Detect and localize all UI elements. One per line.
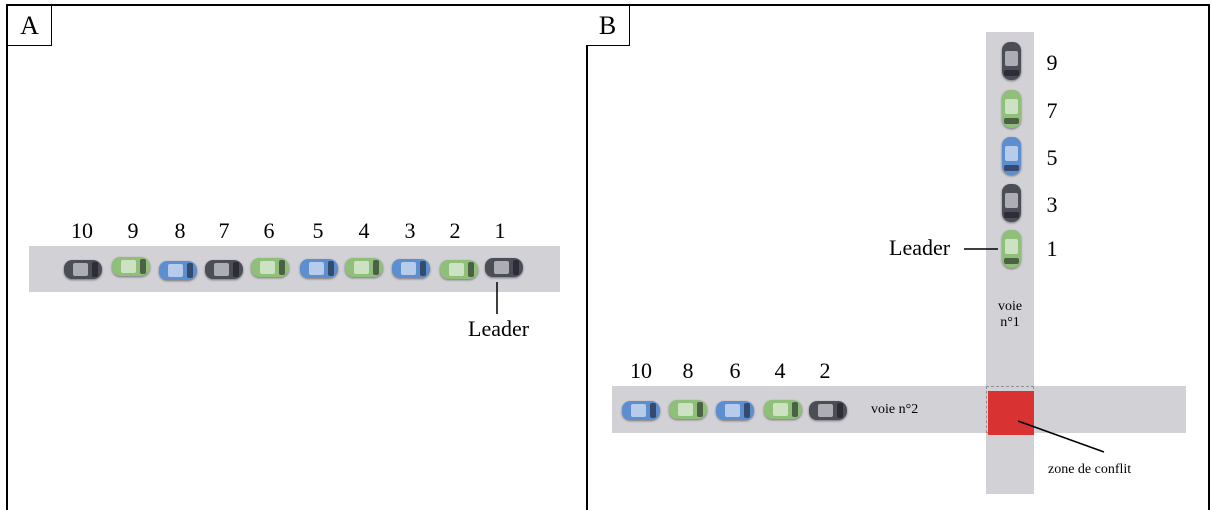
car-number: 2 bbox=[819, 358, 831, 383]
car-number: 7 bbox=[218, 218, 230, 243]
car-icon bbox=[809, 401, 847, 420]
car-icon bbox=[716, 401, 754, 420]
car-icon bbox=[764, 400, 802, 419]
car-icon bbox=[345, 258, 383, 277]
car-icon bbox=[159, 261, 197, 280]
car-number: 5 bbox=[312, 218, 324, 243]
car-icon bbox=[64, 260, 102, 279]
car-number: 3 bbox=[404, 218, 416, 243]
panel-a: A 10 9 8 7 6 5 4 3 2 1 Leader bbox=[6, 4, 588, 510]
car-number: 10 bbox=[630, 358, 652, 383]
car-number: 9 bbox=[1046, 50, 1058, 75]
car-number: 1 bbox=[494, 218, 506, 243]
car-number: 8 bbox=[682, 358, 694, 383]
car-number: 4 bbox=[774, 358, 786, 383]
car-number: 10 bbox=[71, 218, 93, 243]
leader-label: Leader bbox=[468, 316, 530, 341]
panel-b-tag: B bbox=[586, 6, 630, 46]
car-number: 4 bbox=[358, 218, 370, 243]
panel-a-tag: A bbox=[8, 6, 52, 46]
lane-2-label: voie n°2 bbox=[871, 402, 919, 417]
car-number: 2 bbox=[449, 218, 461, 243]
car-icon bbox=[622, 401, 660, 420]
car-icon bbox=[392, 259, 430, 278]
car-icon bbox=[485, 258, 523, 277]
pointer-lines bbox=[964, 248, 1105, 453]
car-icon bbox=[1002, 137, 1021, 175]
car-number: 3 bbox=[1046, 192, 1058, 217]
car-icon bbox=[440, 260, 478, 279]
car-icon bbox=[669, 400, 707, 419]
car-number: 5 bbox=[1046, 145, 1058, 170]
car-icon bbox=[1002, 230, 1021, 268]
lane-1-label-line2: n°1 bbox=[1000, 315, 1020, 330]
car-icon bbox=[1002, 184, 1021, 222]
car-number: 1 bbox=[1046, 236, 1058, 261]
lane-1-label-line1: voie bbox=[997, 299, 1023, 314]
car-number: 6 bbox=[263, 218, 275, 243]
car-icon bbox=[251, 258, 289, 277]
conflict-zone-label: zone de conflit bbox=[1048, 462, 1132, 477]
car-icon bbox=[205, 260, 243, 279]
leader-label: Leader bbox=[889, 235, 951, 260]
car-icon bbox=[1002, 42, 1021, 80]
car-number: 6 bbox=[729, 358, 741, 383]
conflict-pointer-line bbox=[1017, 420, 1105, 453]
car-icon bbox=[1002, 90, 1021, 128]
car-number: 9 bbox=[127, 218, 139, 243]
car-number: 7 bbox=[1046, 98, 1058, 123]
car-number: 8 bbox=[174, 218, 186, 243]
lane-2-road bbox=[612, 386, 1186, 433]
panel-b: B 9 7 5 3 1 Leader voie n°1 10 8 6 4 2 v… bbox=[586, 4, 1210, 510]
lane-1-label: voie n°1 bbox=[992, 299, 1028, 331]
conflict-zone bbox=[988, 391, 1034, 435]
car-icon bbox=[300, 259, 338, 278]
car-icon bbox=[112, 257, 150, 276]
leader-pointer-line bbox=[496, 282, 498, 314]
